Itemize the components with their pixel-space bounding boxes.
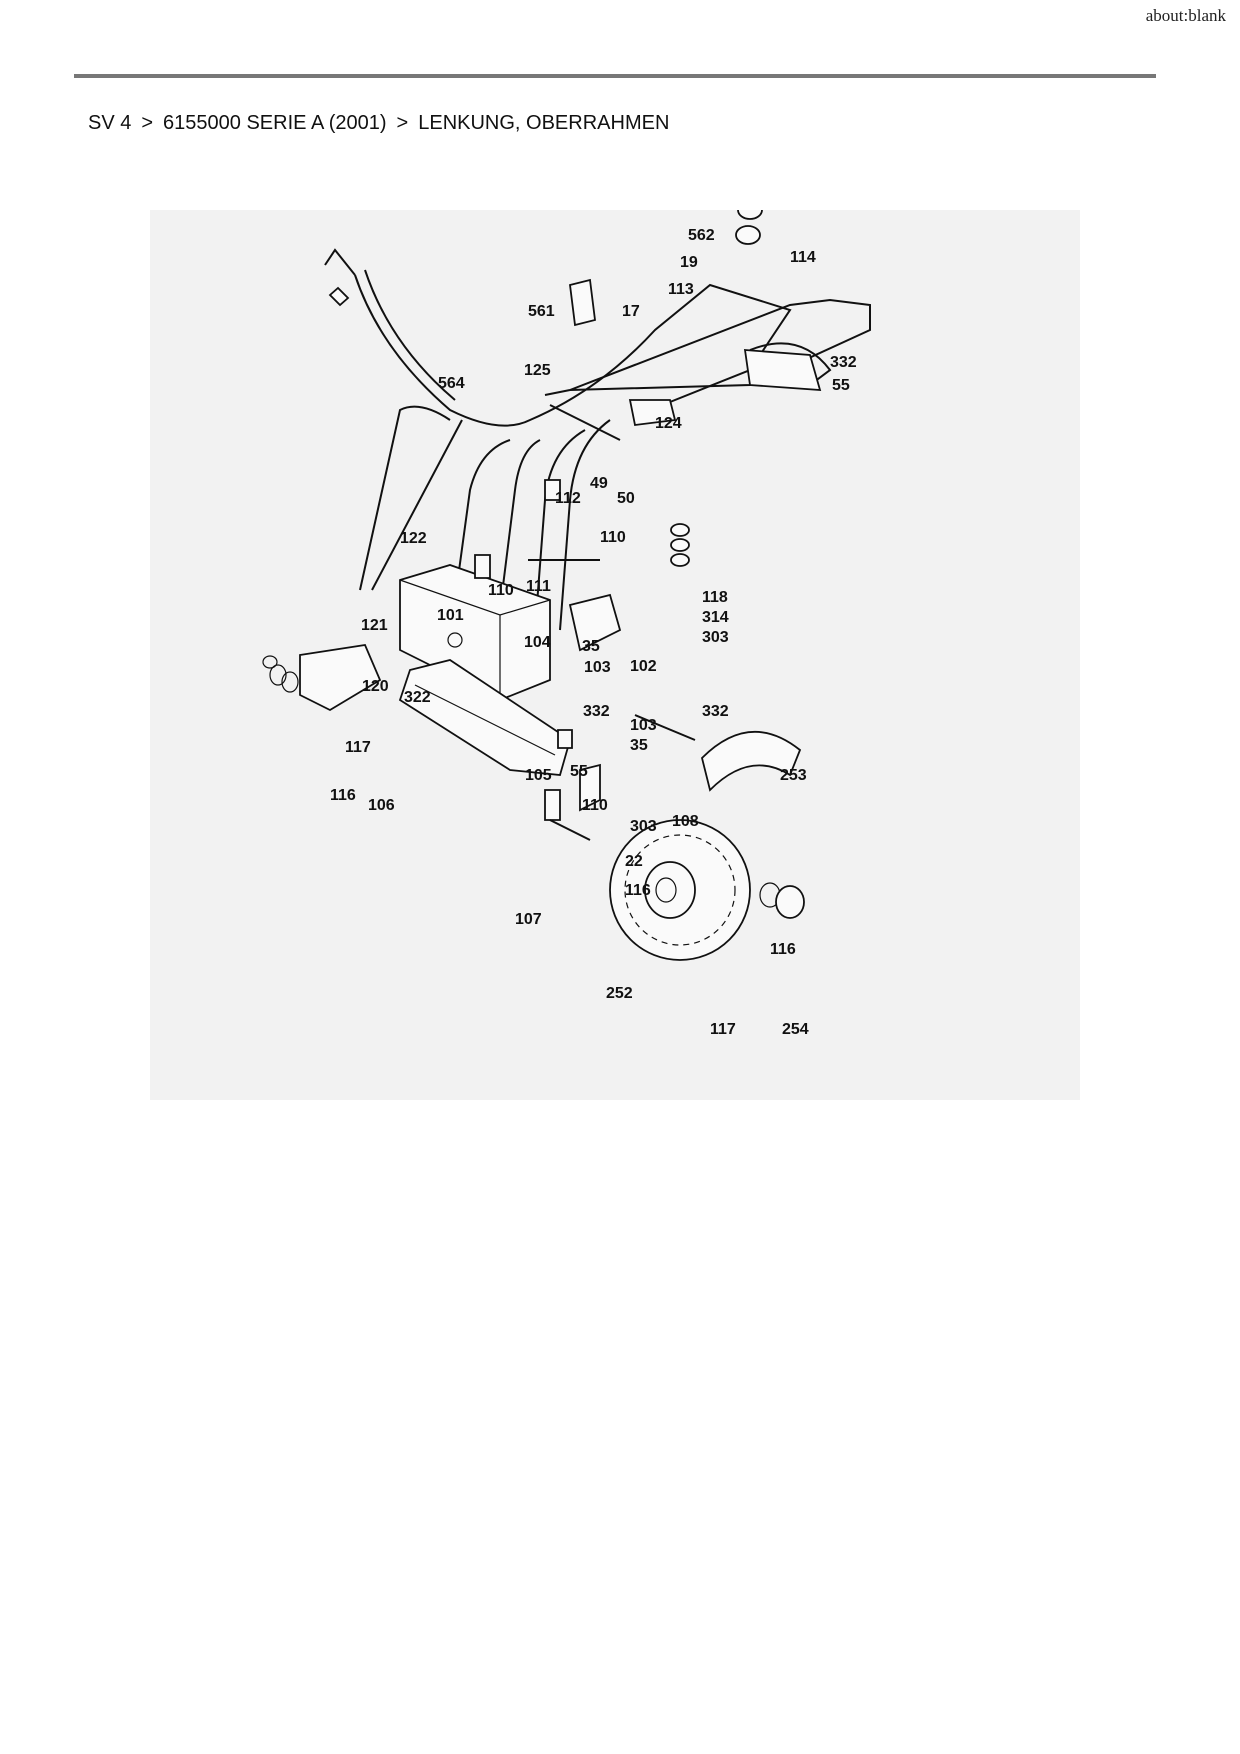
- part-label: 114: [790, 249, 816, 266]
- part-label: 332: [830, 354, 857, 371]
- part-label: 108: [672, 813, 699, 830]
- part-label: 105: [525, 767, 552, 784]
- spindle-drawing: [544, 763, 601, 841]
- part-label: 332: [583, 703, 610, 720]
- part-label: 112: [555, 490, 581, 507]
- breadcrumb: SV 4 >6155000 SERIE A (2001) > LENKUNG, OBE…: [88, 112, 669, 135]
- part-label: 50: [617, 490, 635, 507]
- part-label: 117: [710, 1021, 736, 1038]
- axle-beam-drawing: [398, 659, 572, 776]
- part-label: 35: [582, 638, 600, 655]
- part-label: 102: [630, 658, 657, 675]
- part-label: 104: [524, 634, 551, 651]
- hardware-drawing: [328, 210, 822, 749]
- part-label: 110: [600, 529, 626, 546]
- part-label: 303: [630, 818, 657, 835]
- part-label: 122: [400, 530, 427, 547]
- tie-rod-drawing: [634, 714, 696, 741]
- breadcrumb-item-series[interactable]: 6155000 SERIE A (2001): [163, 112, 387, 134]
- part-label: 107: [515, 911, 542, 928]
- part-label: 125: [524, 362, 551, 379]
- part-label: 106: [368, 797, 395, 814]
- part-label: 254: [782, 1021, 809, 1038]
- part-label: 111: [526, 578, 551, 595]
- part-label: 22: [625, 853, 643, 870]
- bracket-drawing: [262, 644, 382, 712]
- part-label: 561: [528, 303, 555, 320]
- part-label: 116: [625, 882, 651, 899]
- exploded-parts-drawing: 562 19 114 113 561 17 332 55 564 125 124…: [262, 210, 871, 1038]
- part-label: 253: [780, 767, 807, 784]
- part-label: 322: [404, 689, 431, 706]
- header-divider: [74, 74, 1156, 78]
- part-label: 103: [584, 659, 611, 676]
- part-label: 303: [702, 629, 729, 646]
- part-label: 562: [688, 227, 715, 244]
- part-label: 55: [832, 377, 850, 394]
- breadcrumb-separator: >: [396, 112, 409, 134]
- part-label: 116: [330, 787, 356, 804]
- part-label: 19: [680, 254, 698, 271]
- part-label: 117: [345, 739, 371, 756]
- part-label: 124: [655, 415, 682, 432]
- part-labels: 562 19 114 113 561 17 332 55 564 125 124…: [330, 227, 857, 1038]
- part-label: 118: [702, 589, 728, 606]
- part-label: 35: [630, 737, 648, 754]
- exploded-parts-diagram: 562 19 114 113 561 17 332 55 564 125 124…: [150, 210, 1080, 1100]
- breadcrumb-separator: >: [141, 112, 154, 134]
- part-label: 120: [362, 678, 389, 695]
- browser-url-label: about:blank: [1145, 6, 1226, 25]
- part-label: 314: [702, 609, 729, 626]
- part-label: 121: [361, 617, 388, 634]
- part-label: 110: [582, 797, 608, 814]
- part-label: 103: [630, 717, 657, 734]
- part-label: 17: [622, 303, 640, 320]
- part-label: 252: [606, 985, 633, 1002]
- part-label: 113: [668, 281, 694, 298]
- part-label: 49: [590, 475, 608, 492]
- part-label: 332: [702, 703, 729, 720]
- breadcrumb-item-model[interactable]: SV 4: [88, 112, 132, 134]
- breadcrumb-item-section: LENKUNG, OBERRAHMEN: [418, 112, 670, 134]
- frame-drawing: [324, 248, 871, 631]
- part-label: 55: [570, 763, 588, 780]
- part-label: 564: [438, 375, 465, 392]
- part-label: 110: [488, 582, 514, 599]
- part-label: 101: [437, 607, 464, 624]
- part-label: 116: [770, 941, 796, 958]
- plate-drawing: [568, 593, 622, 652]
- wheel-drawing: [609, 819, 805, 961]
- fender-drawing: [701, 730, 802, 792]
